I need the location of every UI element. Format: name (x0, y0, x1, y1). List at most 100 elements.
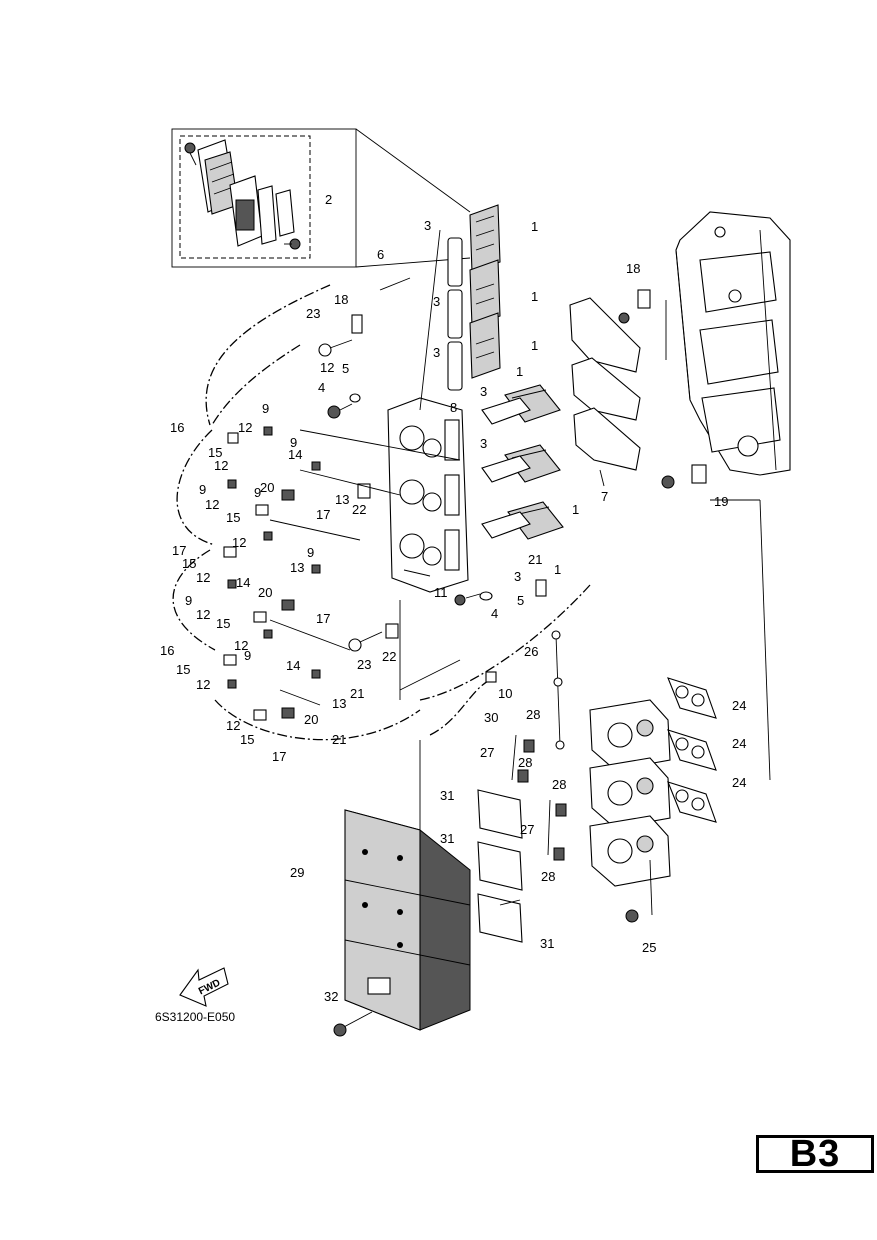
callout: 4 (491, 606, 498, 621)
callout: 12 (226, 718, 240, 733)
page-marker: B3 (789, 1133, 841, 1175)
callout: 21 (528, 552, 542, 567)
callout: 7 (601, 489, 608, 504)
callout: 3 (424, 218, 431, 233)
reed-gaskets (447, 237, 531, 539)
callout: 9 (244, 648, 251, 663)
callout: 28 (552, 777, 566, 792)
reed-valve-assemblies (469, 204, 564, 540)
callout: 16 (170, 420, 184, 435)
callout: 27 (520, 822, 534, 837)
callout: 30 (484, 710, 498, 725)
callout: 13 (332, 696, 346, 711)
callout: 31 (440, 831, 454, 846)
callout: 11 (434, 585, 448, 600)
callout: 25 (642, 940, 656, 955)
callout: 5 (342, 361, 349, 376)
callout: 12 (234, 638, 248, 653)
callout: 12 (232, 535, 246, 550)
callout: 18 (334, 292, 348, 307)
callout: 1 (531, 289, 538, 304)
callout: 15 (182, 556, 196, 571)
callout: 3 (433, 345, 440, 360)
callout: 21 (350, 686, 364, 701)
callout: 20 (260, 480, 274, 495)
callout: 5 (517, 593, 524, 608)
callout: 15 (216, 616, 230, 631)
callout: 12 (205, 497, 219, 512)
callout: 18 (626, 261, 640, 276)
intake-manifold-gasket (569, 297, 641, 487)
callout: 12 (214, 458, 228, 473)
callout: 16 (160, 643, 174, 658)
callout: 27 (480, 745, 494, 760)
callout: 26 (524, 644, 538, 659)
callout: 12 (196, 677, 210, 692)
carb-link-rod (511, 630, 639, 923)
callout: 1 (531, 219, 538, 234)
callout: 4 (318, 380, 325, 395)
callout: 17 (272, 749, 286, 764)
callout: 22 (352, 502, 366, 517)
callout: 1 (531, 338, 538, 353)
silencer-cover (333, 809, 471, 1037)
carburetor-assembly (589, 699, 671, 887)
callout: 6 (377, 247, 384, 262)
callout: 15 (240, 732, 254, 747)
page-marker-badge: B3 (756, 1135, 874, 1173)
callout: 24 (732, 736, 746, 751)
callout: 12 (238, 420, 252, 435)
callout: 28 (518, 755, 532, 770)
callout: 9 (290, 435, 297, 450)
silencer-gaskets (477, 789, 523, 943)
callout: 23 (306, 306, 320, 321)
callout: 17 (316, 611, 330, 626)
callout: 22 (382, 649, 396, 664)
callout: 21 (332, 732, 346, 747)
intake-manifold (387, 397, 469, 593)
callout: 14 (286, 658, 300, 673)
hose-fittings (223, 426, 497, 721)
fwd-arrow-icon: FWD (179, 967, 229, 1007)
callout: 8 (450, 400, 457, 415)
callout: 20 (258, 585, 272, 600)
callout: 24 (732, 698, 746, 713)
callout: 3 (480, 436, 487, 451)
callout: 32 (324, 989, 338, 1004)
callout: 20 (304, 712, 318, 727)
callout: 9 (185, 593, 192, 608)
fuel-hoses (172, 284, 591, 741)
callout: 15 (226, 510, 240, 525)
callout: 15 (176, 662, 190, 677)
callout: 9 (307, 545, 314, 560)
callout: 14 (236, 575, 250, 590)
crankcase-block (675, 211, 791, 476)
callout: 28 (526, 707, 540, 722)
callout: 9 (199, 482, 206, 497)
callout: 2 (325, 192, 332, 207)
callout: 1 (516, 364, 523, 379)
callout: 9 (262, 401, 269, 416)
callout: 1 (554, 562, 561, 577)
callout-labels: 1 1 1 1 1 1 2 3 3 3 3 3 3 4 4 5 5 6 7 8 … (160, 192, 746, 1004)
inset-kit-box (171, 128, 471, 268)
callout: 3 (480, 384, 487, 399)
carburetor-gaskets (667, 677, 717, 823)
reed-kit-parts (184, 139, 301, 250)
callout: 3 (514, 569, 521, 584)
callout: 12 (196, 607, 210, 622)
callout: 23 (357, 657, 371, 672)
callout: 13 (335, 492, 349, 507)
callout: 31 (440, 788, 454, 803)
callout: 24 (732, 775, 746, 790)
callout: 17 (172, 543, 186, 558)
callout: 17 (316, 507, 330, 522)
callout: 31 (540, 936, 554, 951)
callout: 14 (288, 447, 302, 462)
leader-lines (399, 229, 771, 916)
fasteners (318, 277, 707, 652)
callout: 12 (196, 570, 210, 585)
callout: 13 (290, 560, 304, 575)
callout: 29 (290, 865, 304, 880)
